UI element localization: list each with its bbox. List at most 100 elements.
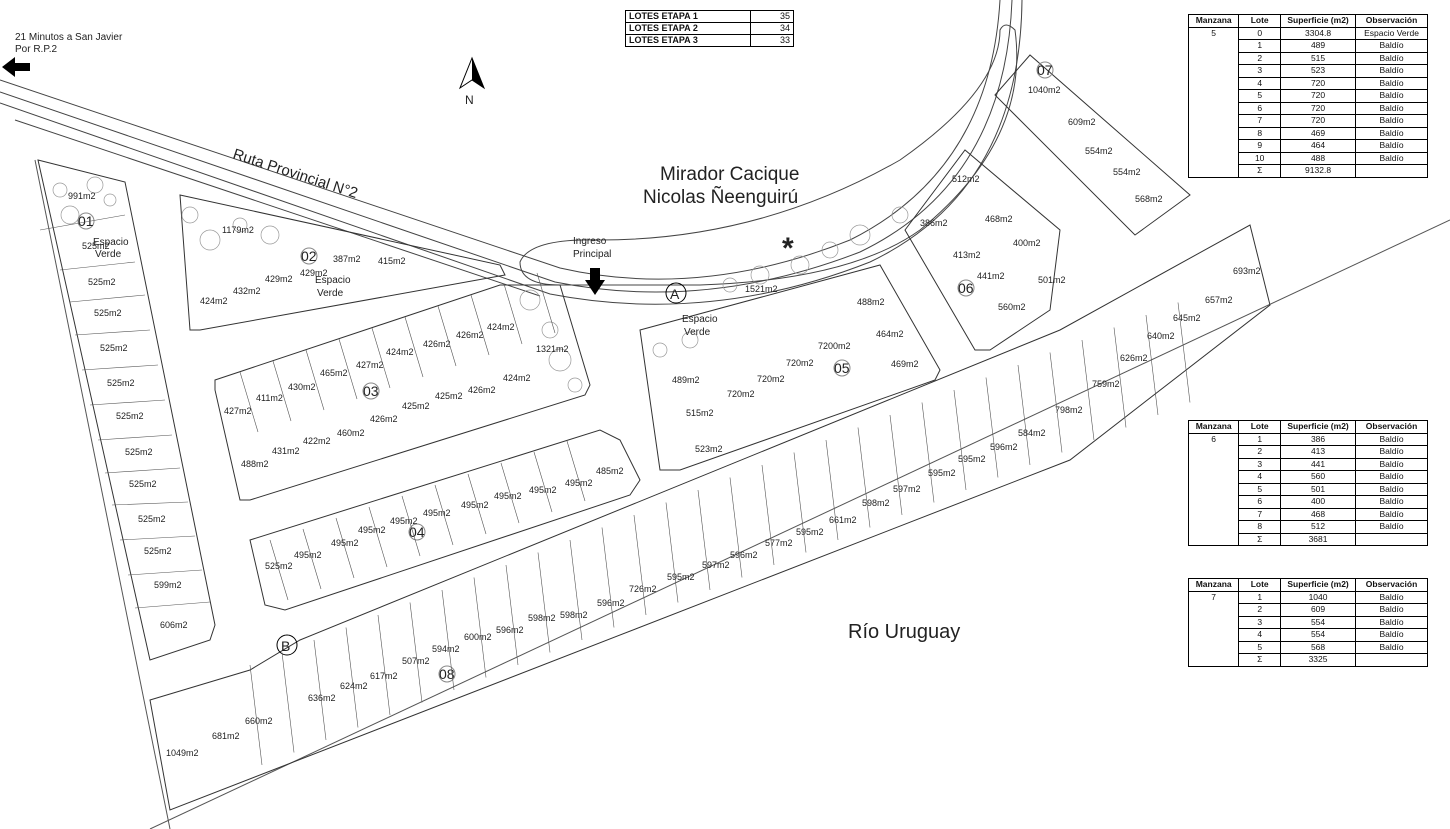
lot-area-label: 568m2: [1135, 194, 1163, 204]
lot-divider: [566, 440, 586, 502]
table-cell: [1187, 127, 1240, 140]
lot-divider: [1081, 339, 1095, 441]
lot-area-label: 584m2: [1018, 428, 1046, 438]
west-boundary: [34, 159, 171, 829]
lot-area-label: 525m2: [82, 241, 110, 251]
provincial-road: [0, 0, 1023, 305]
lot-area-label: 485m2: [596, 466, 624, 476]
espacio-verde-01-a: Espacio: [93, 237, 129, 248]
lot-divider: [601, 527, 615, 628]
lot-area-label: 469m2: [891, 359, 919, 369]
lot-divider: [503, 283, 523, 345]
lot-divider: [69, 294, 146, 303]
lot-divider: [793, 452, 807, 553]
lot-area-label: 426m2: [370, 414, 398, 424]
lot-area-label: 661m2: [829, 515, 857, 525]
table-cell: [1187, 52, 1240, 65]
lot-area-label: 594m2: [432, 644, 460, 654]
lot-area-label: 600m2: [464, 632, 492, 642]
lot-area-label: 495m2: [331, 538, 359, 548]
lot-area-label: 640m2: [1147, 331, 1175, 341]
stage-count: 34: [750, 22, 794, 35]
lot-divider: [269, 539, 289, 601]
entrance-label-1: Ingreso: [573, 236, 607, 247]
lot-area-label: 525m2: [116, 411, 144, 421]
lot-divider: [536, 272, 556, 334]
lot-divider: [335, 517, 355, 579]
block-label-07: 07: [1037, 62, 1053, 78]
lot-area-label: 432m2: [233, 286, 261, 296]
marker-a: A: [670, 286, 680, 302]
table-cell: 413: [1280, 445, 1357, 458]
table-cell: 5: [1238, 640, 1282, 654]
stage-label: LOTES ETAPA 2: [625, 22, 751, 35]
lot-divider: [338, 338, 358, 400]
table-cell: 3: [1238, 615, 1282, 629]
lot-divider: [441, 589, 455, 691]
table-cell: 554: [1280, 628, 1357, 641]
left-arrow-icon: [2, 57, 30, 77]
lot-area-label: 429m2: [300, 268, 328, 278]
table-cell: Baldío: [1355, 495, 1428, 508]
lot-area-label: 577m2: [765, 538, 793, 548]
column-header: Superficie (m2): [1280, 420, 1357, 434]
lot-area-label: 495m2: [423, 508, 451, 518]
lot-area-label: 596m2: [496, 625, 524, 635]
block-06-outline: [904, 149, 1061, 351]
lot-area-label: 636m2: [308, 693, 336, 703]
lot-area-label: 525m2: [94, 308, 122, 318]
marker-a-circle: [665, 282, 687, 304]
lot-area-label: 595m2: [958, 454, 986, 464]
table-cell: 4: [1238, 76, 1282, 90]
lot-area-label: 431m2: [272, 446, 300, 456]
lot-area-label: 468m2: [985, 214, 1013, 224]
asterisk-icon: *: [782, 232, 794, 265]
lot-area-label: 598m2: [560, 610, 588, 620]
table-cell: 6: [1238, 495, 1282, 508]
lot-area-label: 501m2: [1038, 275, 1066, 285]
lot-area-label: 798m2: [1055, 405, 1083, 415]
lot-divider: [281, 652, 295, 753]
lot-divider: [921, 402, 935, 503]
lot-divider: [272, 360, 292, 422]
table-cell: [1187, 508, 1240, 521]
stage-count: 35: [750, 10, 794, 23]
column-header: Manzana: [1187, 420, 1240, 434]
lot-area-label: 525m2: [144, 546, 172, 556]
table-cell: [1187, 445, 1240, 458]
north-label: N: [465, 93, 474, 107]
table-cell: 4: [1238, 628, 1282, 641]
table-cell: [1187, 483, 1240, 496]
entrance-label-2: Principal: [573, 249, 611, 260]
lot-area-label: 598m2: [528, 613, 556, 623]
lot-area-label: 426m2: [468, 385, 496, 395]
lot-area-label: 426m2: [456, 330, 484, 340]
lot-area-label: 595m2: [796, 527, 824, 537]
espacio-verde-01-b: Verde: [95, 249, 122, 260]
lot-area-label: 426m2: [423, 339, 451, 349]
lot-area-label: 7200m2: [818, 341, 851, 351]
lot-area-label: 1040m2: [1028, 85, 1061, 95]
table-cell: 489: [1280, 39, 1357, 52]
table-cell: Baldío: [1355, 615, 1428, 629]
lot-divider: [467, 473, 487, 535]
table-cell: Baldío: [1355, 457, 1428, 471]
espacio-verde-05-b: Verde: [684, 327, 711, 338]
lot-area-label: 560m2: [998, 302, 1026, 312]
lot-divider: [505, 564, 519, 666]
river-boundary: [149, 219, 1450, 829]
river-label: Río Uruguay: [848, 621, 960, 643]
lot-area-label: 441m2: [977, 271, 1005, 281]
table-cell: 5: [1238, 89, 1282, 102]
